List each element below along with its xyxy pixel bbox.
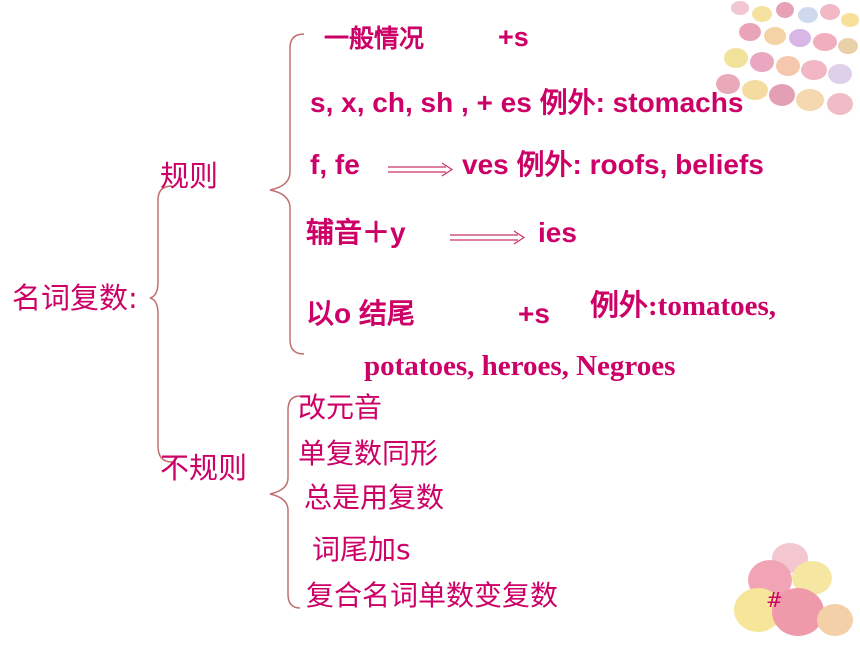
irregular-item: 复合名词单数变复数: [306, 579, 559, 612]
rule-o-mid: +s: [518, 298, 550, 329]
rule-y-left: 辅音＋y: [306, 217, 406, 248]
regular-label: 规则: [160, 159, 219, 193]
rule-o-continuation: potatoes, heroes, Negroes: [364, 350, 676, 382]
rule-f-fe-left: f, fe: [310, 149, 360, 180]
irregular-brace: [269, 395, 301, 609]
rule-es: s, x, ch, sh , + es 例外: stomachs: [310, 87, 744, 118]
rule-o-exception: 例外:tomatoes,: [590, 290, 777, 322]
candy-eggs-bottom-decoration: [734, 543, 853, 636]
arrow-icon: [450, 230, 526, 245]
rule-f-fe-right: ves 例外: roofs, beliefs: [462, 149, 764, 180]
root-label: 名词复数:: [12, 281, 138, 315]
irregular-item: 单复数同形: [298, 437, 439, 470]
rule-general-left: 一般情况: [324, 25, 425, 53]
regular-brace: [269, 33, 305, 355]
irregular-item: 总是用复数: [304, 481, 445, 514]
rule-o-left: 以o 结尾: [306, 298, 415, 329]
main-brace: [149, 185, 173, 463]
slide-number: #: [766, 588, 783, 612]
candy-eggs-top-decoration: [716, 1, 859, 115]
arrow-icon: [388, 162, 454, 177]
rule-y-right: ies: [538, 217, 577, 248]
irregular-item: 改元音: [298, 391, 383, 424]
irregular-label: 不规则: [160, 451, 248, 485]
irregular-item: 词尾加s: [312, 533, 411, 566]
rule-general-right: +s: [498, 22, 529, 52]
